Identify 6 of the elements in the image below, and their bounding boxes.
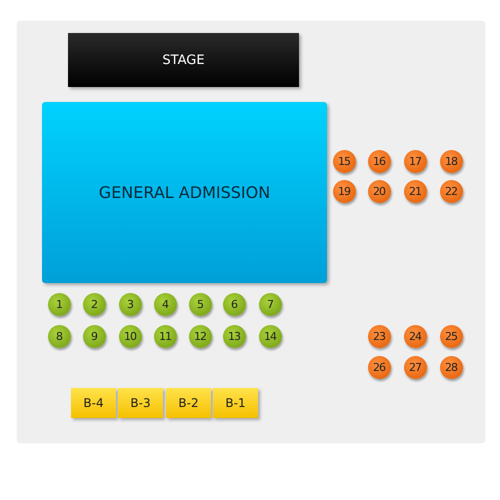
booth-block: B-4 xyxy=(71,388,116,418)
booth-block: B-2 xyxy=(166,388,211,418)
booth-block: B-1 xyxy=(213,388,258,418)
stage-block: STAGE xyxy=(68,33,299,87)
general-admission-area: GENERAL ADMISSION xyxy=(42,102,327,283)
booth-block: B-3 xyxy=(118,388,163,418)
